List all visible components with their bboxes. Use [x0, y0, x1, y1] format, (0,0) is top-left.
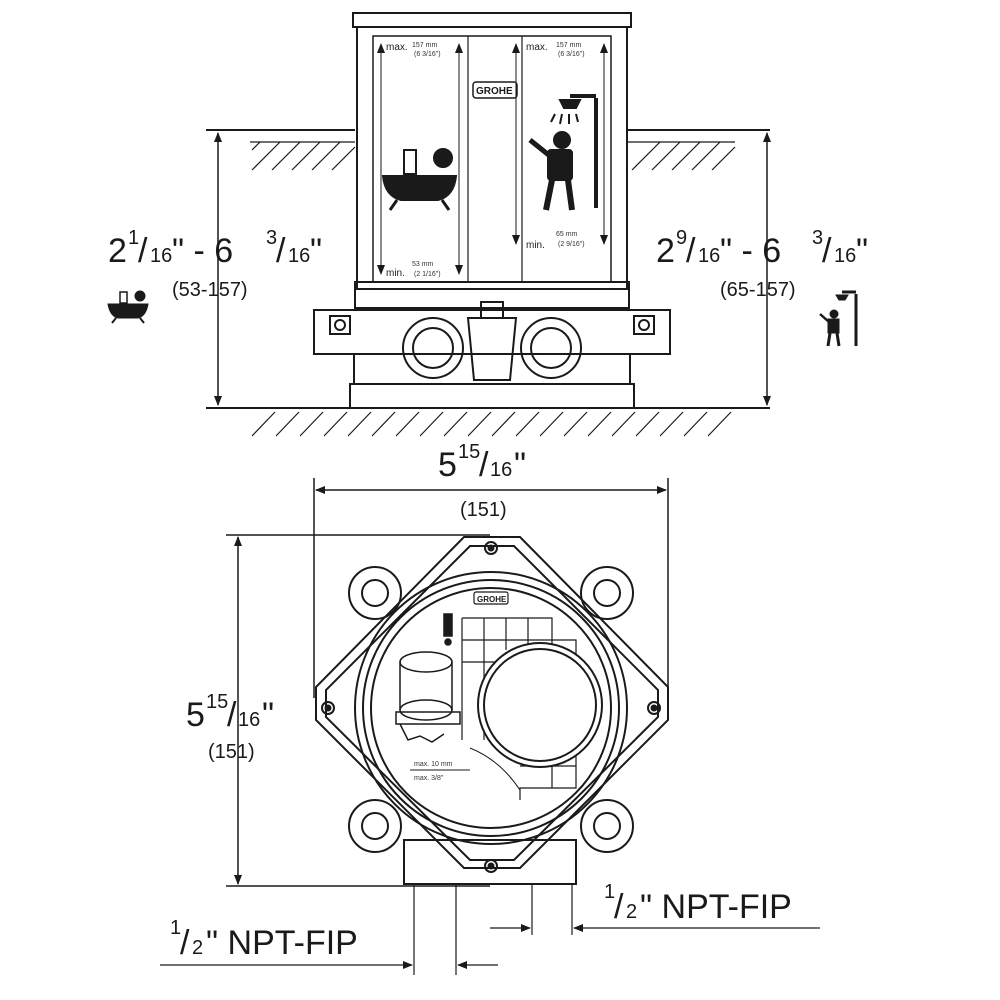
width-slash: /: [479, 446, 489, 484]
box-min-right: min.: [526, 240, 545, 251]
valve-body: [313, 301, 671, 409]
box-min-left-in: (2 1/16"): [414, 271, 441, 278]
right-height-sep: " - 6: [720, 232, 781, 270]
right-height-quote: ": [856, 232, 868, 270]
box-min-right-val: 65 mm: [556, 231, 578, 238]
side-view: [206, 12, 771, 437]
brand-text: GROHE: [476, 86, 513, 97]
base-plate: [315, 536, 669, 873]
right-height-label: 2 9 / 16 " - 6 3 / 16 " (65-157): [656, 227, 868, 301]
height-num: 15: [206, 691, 228, 713]
cartridge-icon: [395, 613, 461, 743]
left-height-sep: " - 6: [172, 232, 233, 270]
left-height-quote: ": [310, 232, 322, 270]
right-height-slash1: /: [686, 232, 696, 270]
inner-dimension: [410, 747, 521, 791]
shower-icon-small: [819, 290, 858, 347]
box-max-right-in: (6 3/16"): [558, 51, 585, 58]
height-slash: /: [227, 696, 237, 734]
left-height-slash2: /: [276, 232, 286, 270]
shower-icon: [528, 94, 598, 211]
top-brand-logo: [473, 591, 509, 605]
pipe-left-slash: /: [180, 924, 190, 962]
brand-logo: [472, 81, 518, 99]
ground-bottom: [206, 407, 770, 437]
right-height-num2: 3: [812, 227, 823, 249]
bathtub-icon-small: [107, 290, 149, 324]
height-label: 5 15 / 16 " (151): [186, 691, 274, 763]
left-height-den1: 16: [150, 245, 172, 267]
inner-label-1: max. 10 mm: [414, 761, 453, 768]
right-height-slash2: /: [822, 232, 832, 270]
pipe-right-den: 2: [626, 901, 637, 923]
width-dimension: [313, 478, 669, 698]
top-view: [160, 478, 820, 975]
left-height-whole: 2: [108, 232, 127, 270]
width-quote: ": [514, 446, 526, 484]
width-label: 5 15 / 16 " (151): [438, 441, 526, 521]
left-height-num1: 1: [128, 227, 139, 249]
width-den: 16: [490, 459, 512, 481]
left-height-label: 2 1 / 16 " - 6 3 / 16 " (53-157): [108, 227, 322, 301]
ground-top-left: [206, 129, 356, 171]
inner-label-2: max. 3/8": [414, 775, 444, 782]
box-max-left-val: 157 mm: [412, 42, 437, 49]
width-mm: (151): [460, 499, 507, 521]
pipe-left-num: 1: [170, 917, 181, 939]
right-height-num1: 9: [676, 227, 687, 249]
box-text: max. 157 mm (6 3/16") min. 53 mm (2 1/16…: [386, 42, 585, 279]
left-height-mm: (53-157): [172, 279, 248, 301]
right-height-den1: 16: [698, 245, 720, 267]
height-whole: 5: [186, 696, 205, 734]
pipe-label-left: 1 / 2 " NPT-FIP: [170, 917, 358, 962]
pipe-outlets: [403, 839, 577, 975]
pipe-left-den: 2: [192, 937, 203, 959]
pipe-label-right: 1 / 2 " NPT-FIP: [604, 881, 792, 926]
box-min-left: min.: [386, 268, 405, 279]
height-dimension: [226, 534, 490, 887]
inner-labels: max. 10 mm max. 3/8" GROHE: [414, 595, 507, 782]
bathtub-icon: [381, 148, 458, 211]
box-max-left: max.: [386, 42, 408, 53]
left-height-den2: 16: [288, 245, 310, 267]
left-height-slash1: /: [138, 232, 148, 270]
height-den: 16: [238, 709, 260, 731]
box-min-right-in: (2 9/16"): [558, 241, 585, 248]
right-height-den2: 16: [834, 245, 856, 267]
height-quote: ": [262, 696, 274, 734]
pipe-right-slash: /: [614, 888, 624, 926]
width-whole: 5: [438, 446, 457, 484]
left-height-num2: 3: [266, 227, 277, 249]
box-max-right: max.: [526, 42, 548, 53]
top-brand-text: GROHE: [477, 595, 507, 604]
right-height-mm: (65-157): [720, 279, 796, 301]
height-mm: (151): [208, 741, 255, 763]
box-min-left-val: 53 mm: [412, 261, 434, 268]
box-max-right-val: 157 mm: [556, 42, 581, 49]
mounting-ears: [348, 566, 634, 853]
pipe-right-num: 1: [604, 881, 615, 903]
ground-top-right: [628, 129, 770, 171]
right-height-whole: 2: [656, 232, 675, 270]
box-inner-dims: [377, 43, 608, 275]
pipe-left-label: " NPT-FIP: [206, 924, 358, 962]
width-num: 15: [458, 441, 480, 463]
plaster-guard: [352, 12, 632, 309]
box-max-left-in: (6 3/16"): [414, 51, 441, 58]
main-ring: [354, 571, 628, 845]
cartridge-opening: [477, 642, 603, 768]
pipe-right-label: " NPT-FIP: [640, 888, 792, 926]
